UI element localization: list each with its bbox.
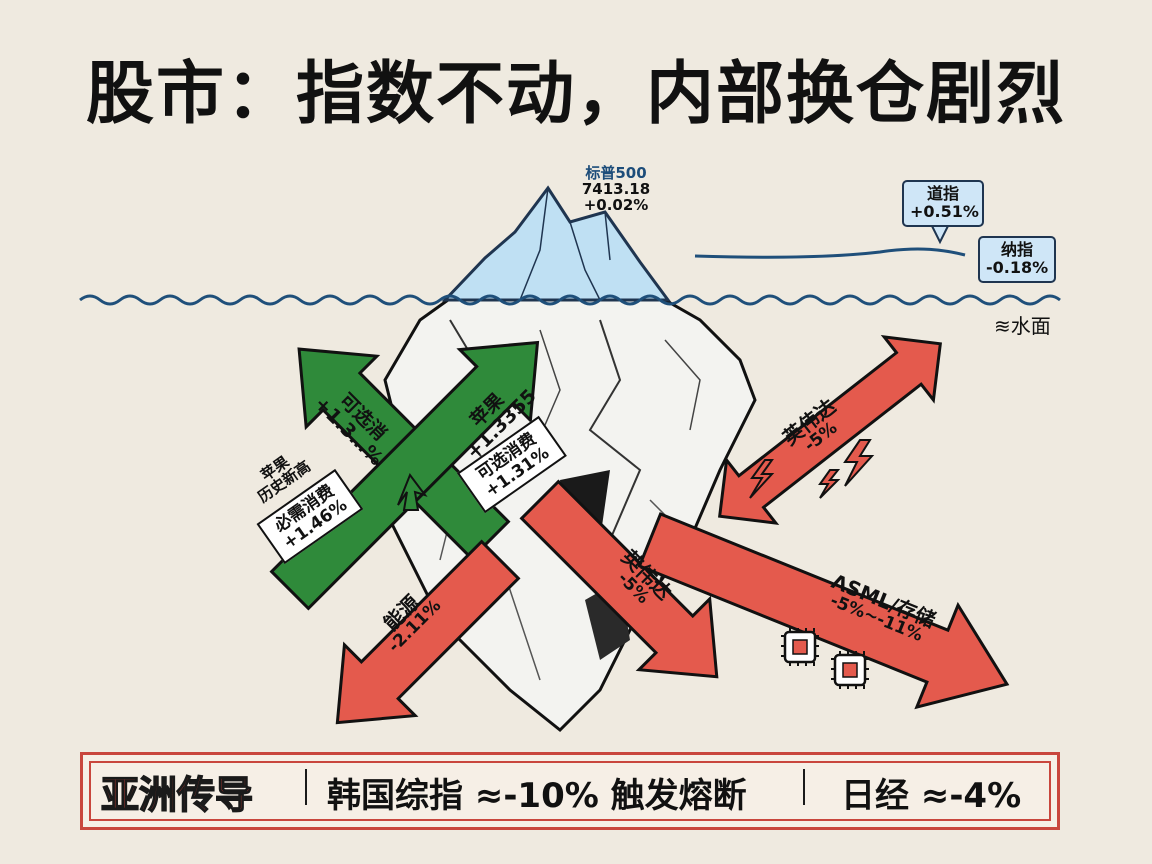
- chip-icon: [781, 628, 819, 666]
- sp500-change: +0.02%: [583, 195, 649, 214]
- sp500-label: 标普500 7413.18 +0.02%: [566, 164, 666, 214]
- bar-inner-border: [89, 761, 1051, 821]
- nasdaq-bubble: 纳指 -0.18%: [978, 236, 1056, 283]
- dow-name: 道指: [926, 184, 959, 203]
- iceberg-tip: [441, 185, 671, 302]
- arrow-asml: [637, 512, 1010, 710]
- dow-bubble: 道指 +0.51%: [902, 180, 984, 227]
- bar-heading: 亚洲传导: [100, 772, 254, 818]
- arrow-nvidia-upper: [718, 334, 942, 526]
- dow-change: +0.51%: [910, 202, 979, 222]
- arrow-apple-up: [269, 340, 540, 611]
- sp500-name: 标普500: [585, 164, 647, 182]
- nasdaq-name: 纳指: [1000, 240, 1033, 259]
- asia-transmission-bar: 亚洲传导 韩国综指 ≈-10% 触发熔断 日经 ≈-4%: [80, 752, 1060, 830]
- divider: [803, 769, 805, 805]
- arrow-nvidia-lower: [519, 479, 719, 679]
- bubble-tail: [930, 225, 950, 245]
- arrow-energy-down: [335, 539, 521, 725]
- korea-text: 韩国综指 ≈-10% 触发熔断: [327, 776, 747, 816]
- page-title: 股市：指数不动，内部换仓剧烈: [85, 55, 1066, 134]
- lightning-icon: [749, 459, 775, 499]
- up-arrow-icon: [397, 472, 428, 511]
- water-label: ≋水面: [994, 314, 1051, 338]
- lightning-icon: [818, 469, 841, 499]
- lightning-icon: [843, 439, 875, 487]
- divider: [305, 769, 307, 805]
- chip-icon: [831, 651, 869, 689]
- index-trend-line: [694, 247, 966, 259]
- water-line: [79, 294, 1061, 306]
- japan-text: 日经 ≈-4%: [841, 776, 1022, 816]
- sp500-value: 7413.18: [581, 179, 651, 198]
- nasdaq-change: -0.18%: [986, 258, 1049, 278]
